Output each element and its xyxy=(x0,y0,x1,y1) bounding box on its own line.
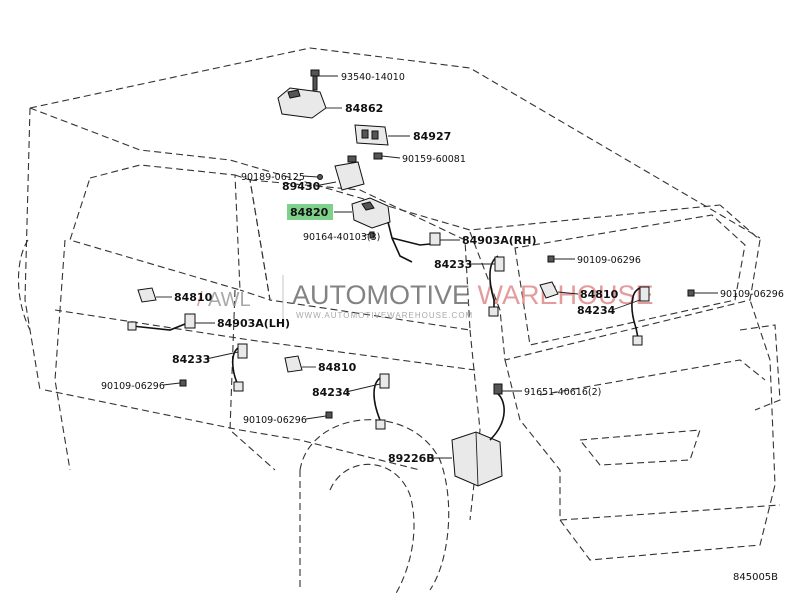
watermark-url: WWW.AUTOMOTIVEWAREHOUSE.COM xyxy=(296,311,473,320)
label-90109-06296-b[interactable]: 90109-06296 xyxy=(720,289,784,300)
watermark: / AWL AUTOMOTIVE WAREHOUSE WWW.AUTOMOTIV… xyxy=(197,275,654,320)
part-84862-detail xyxy=(287,89,301,99)
leader-84810-r xyxy=(557,291,579,295)
leader-84233-l xyxy=(205,351,239,360)
leader-84234-r xyxy=(611,299,641,311)
part-84810-r xyxy=(539,281,559,299)
part-84810-m xyxy=(284,355,303,373)
label-93540-14010[interactable]: 93540-14010 xyxy=(341,72,405,83)
label-84903a-lh[interactable]: 84903A(LH) xyxy=(217,317,290,330)
diagram-code: 845005B xyxy=(733,572,778,583)
part-84820-detail xyxy=(361,201,375,211)
part-84233-rh-plug xyxy=(488,306,499,317)
label-90109-06296-c[interactable]: 90109-06296 xyxy=(101,381,165,392)
leader-90109-c xyxy=(162,382,181,386)
watermark-brand: AUTOMOTIVE WAREHOUSE xyxy=(292,280,654,310)
screw-90109-a xyxy=(547,255,555,263)
wire-84233-l xyxy=(231,347,239,386)
part-89430-tab xyxy=(347,155,357,163)
parts xyxy=(127,69,695,487)
label-84862[interactable]: 84862 xyxy=(345,102,383,115)
leader-90109-d xyxy=(305,415,327,420)
part-labels: 93540-14010 84862 84927 90159-60081 9018… xyxy=(101,72,784,465)
wire-89226b xyxy=(489,393,505,441)
label-91651-40616[interactable]: 91651-40616(2) xyxy=(524,387,601,398)
label-89430[interactable]: 89430 xyxy=(282,180,321,193)
part-84927-key-1 xyxy=(361,129,369,139)
label-90109-06296-d[interactable]: 90109-06296 xyxy=(243,415,307,426)
highlight-84820 xyxy=(287,204,333,220)
connector-84903a-lh-end xyxy=(127,321,137,331)
watermark-logo-slash: / xyxy=(197,289,203,311)
part-84234-m xyxy=(379,373,390,389)
part-84927-key-2 xyxy=(371,130,379,140)
label-84810-l[interactable]: 84810 xyxy=(174,291,213,304)
bolt-91651 xyxy=(493,383,503,395)
leader-84234-m xyxy=(345,383,381,393)
label-84820[interactable]: 84820 xyxy=(290,206,329,219)
part-84234-r-plug xyxy=(632,335,643,346)
label-84233-rh[interactable]: 84233 xyxy=(434,258,472,271)
watermark-logo: AWL xyxy=(208,289,251,311)
leader-lines xyxy=(156,75,718,459)
label-84927[interactable]: 84927 xyxy=(413,130,451,143)
leader-89430 xyxy=(319,181,337,186)
part-84810-l xyxy=(137,287,157,303)
part-89430 xyxy=(334,161,365,191)
screw-90109-c xyxy=(179,379,187,387)
label-84810-m[interactable]: 84810 xyxy=(318,361,357,374)
screw-90164 xyxy=(369,231,375,239)
clip-90159 xyxy=(373,152,383,160)
vehicle-outline xyxy=(17,47,781,596)
part-84862 xyxy=(277,87,327,119)
part-84234-r xyxy=(639,286,650,302)
part-84820 xyxy=(351,197,391,229)
screw-90189 xyxy=(317,174,323,180)
label-84233-l[interactable]: 84233 xyxy=(172,353,210,366)
part-84233-l-plug xyxy=(233,381,244,392)
part-84234-m-plug xyxy=(375,419,386,430)
label-84234-r[interactable]: 84234 xyxy=(577,304,616,317)
connector-84903a-lh xyxy=(184,313,196,329)
bolt-93540 xyxy=(310,69,320,91)
wire-84903a-rh-branch xyxy=(391,237,413,263)
label-89226b[interactable]: 89226B xyxy=(388,452,435,465)
label-84903a-rh[interactable]: 84903A(RH) xyxy=(462,234,537,247)
label-84234-m[interactable]: 84234 xyxy=(312,386,351,399)
label-90189-06125[interactable]: 90189-06125 xyxy=(241,172,305,183)
part-84233-rh xyxy=(494,256,505,272)
screw-90109-d xyxy=(325,411,333,419)
leader-90164 xyxy=(361,233,371,237)
wire-84234-r xyxy=(631,287,641,339)
wire-84234-m xyxy=(373,377,381,421)
wire-84903a-lh xyxy=(131,321,191,331)
label-90159-60081[interactable]: 90159-60081 xyxy=(402,154,466,165)
label-84810-r[interactable]: 84810 xyxy=(580,288,619,301)
screw-90109-b xyxy=(687,289,695,297)
label-90109-06296-a[interactable]: 90109-06296 xyxy=(577,255,641,266)
leader-90189 xyxy=(302,175,319,178)
part-89226b-edge xyxy=(475,431,479,487)
part-84233-l xyxy=(237,343,248,359)
connector-84903a-rh xyxy=(429,232,441,246)
label-90164-40103[interactable]: 90164-40103(3) xyxy=(303,232,380,243)
leader-90159 xyxy=(381,155,401,159)
